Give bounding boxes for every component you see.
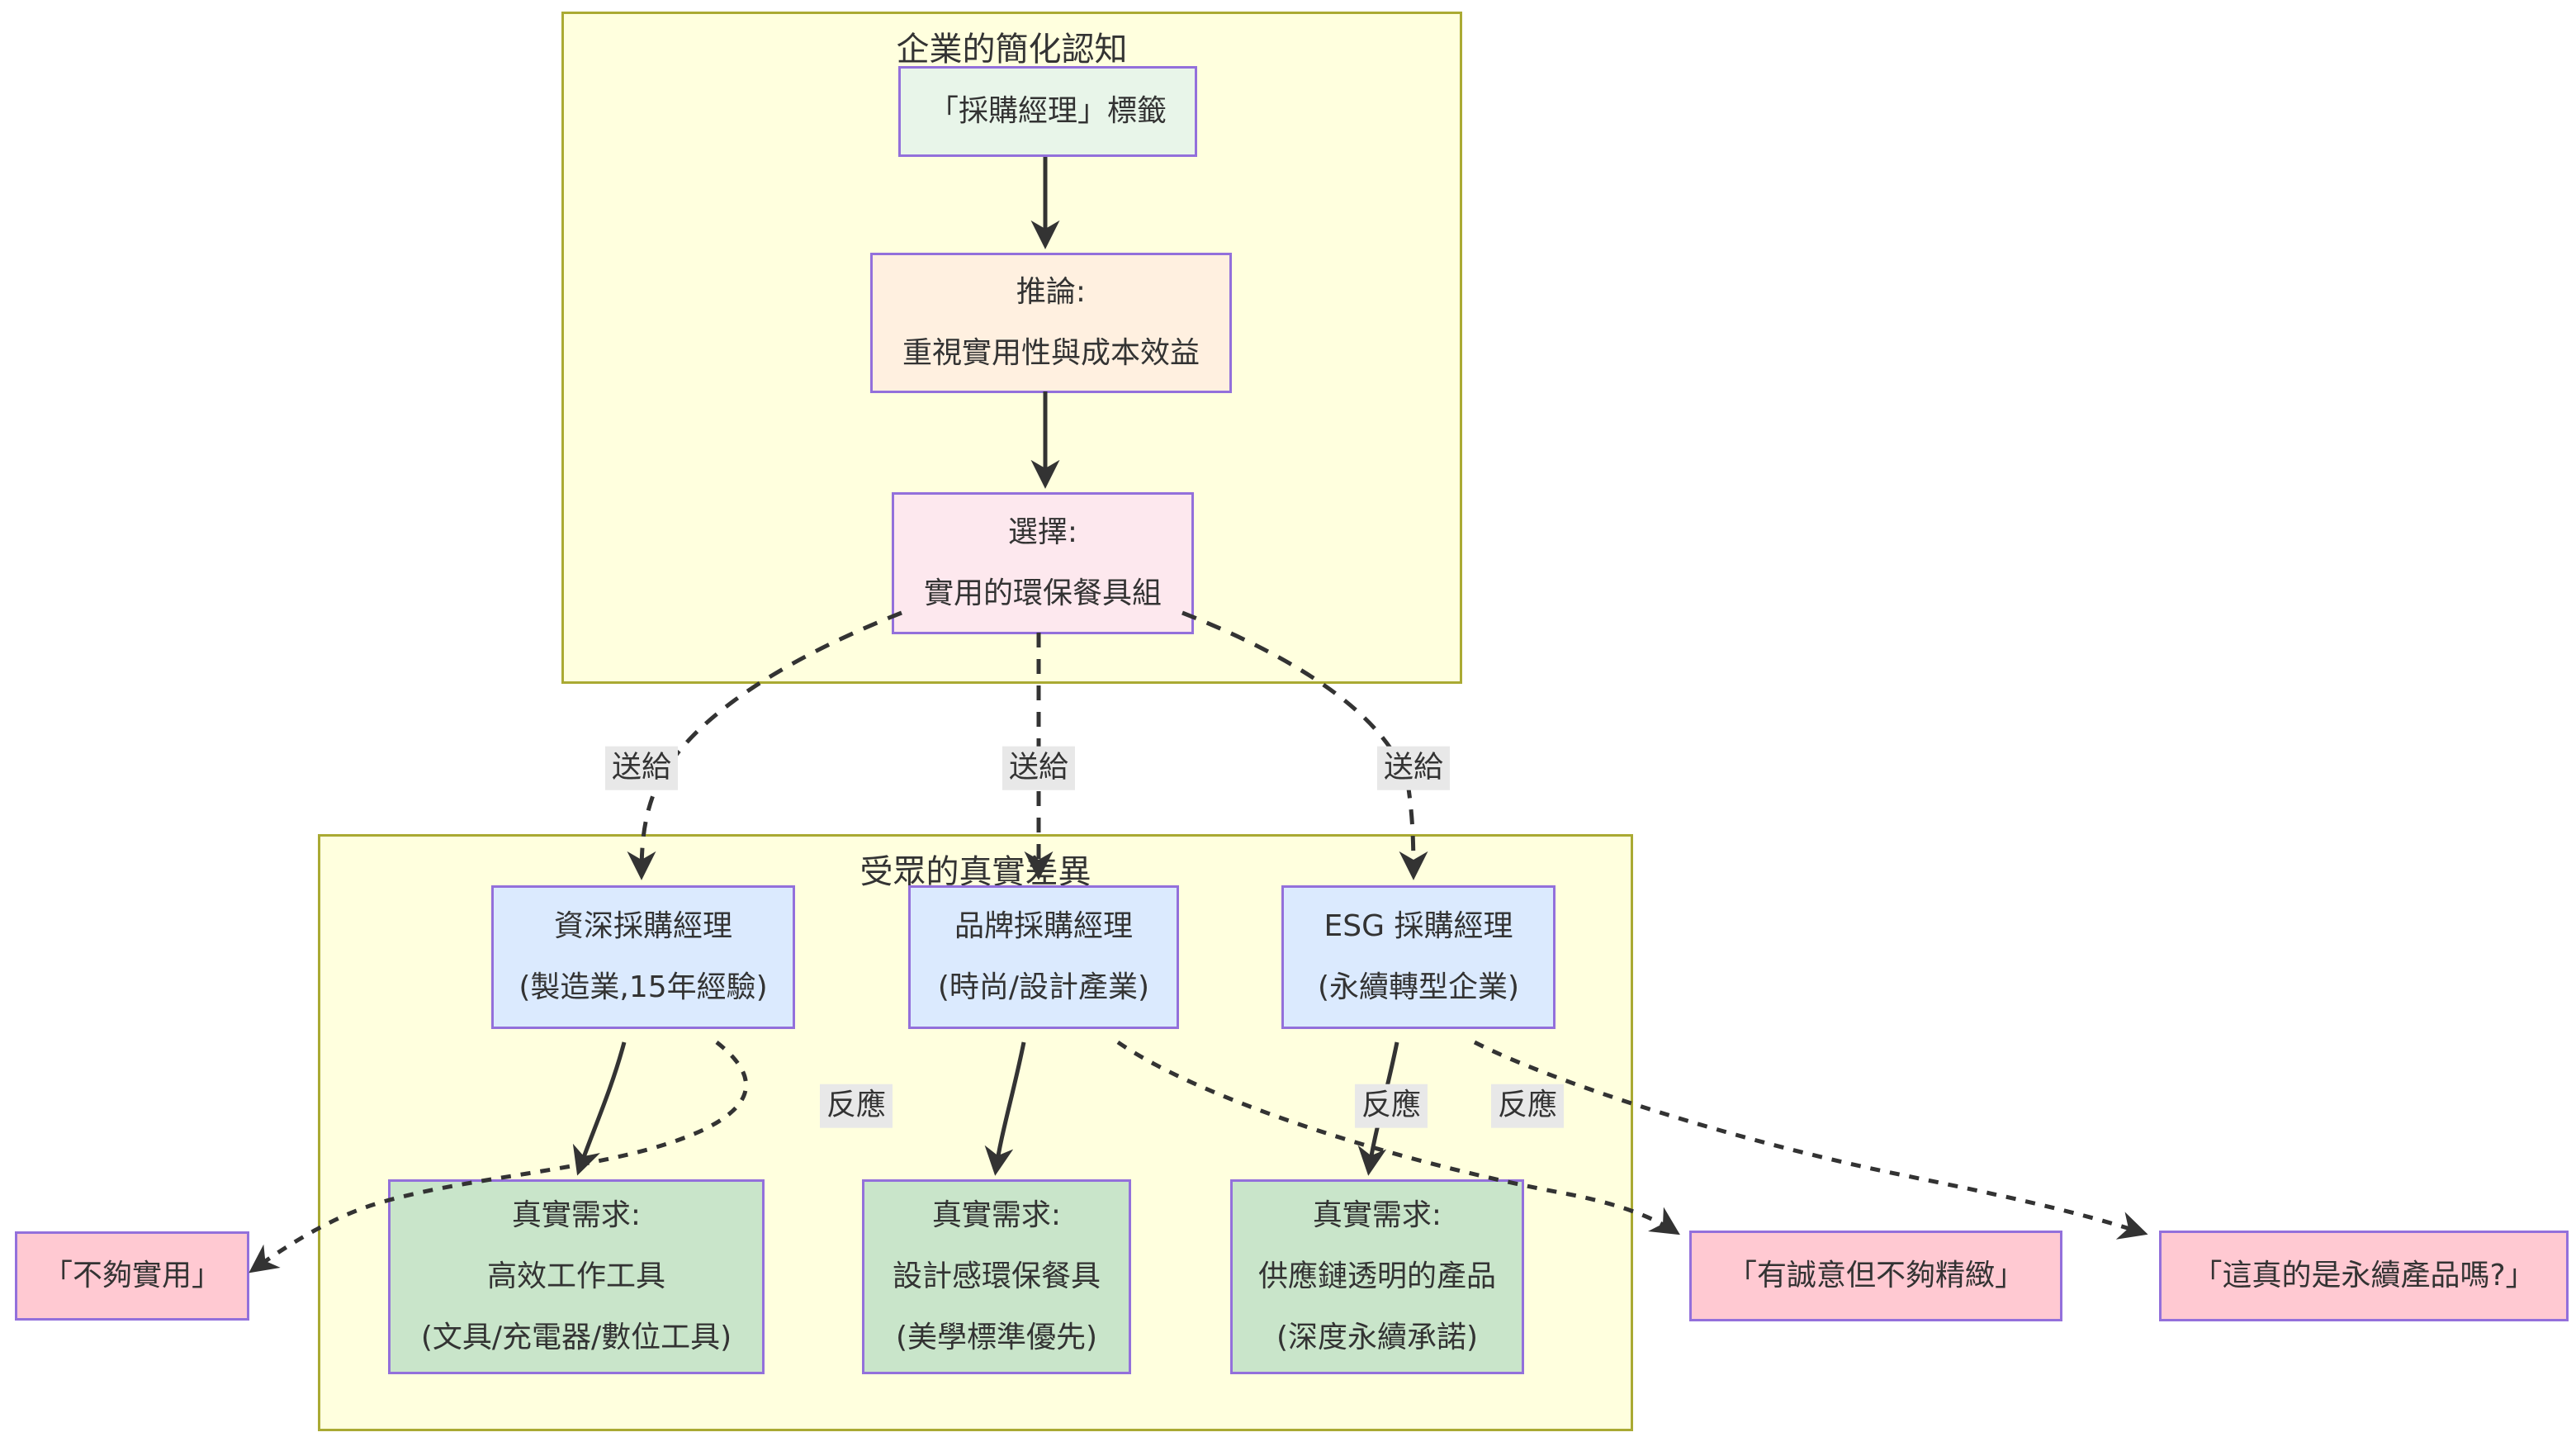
node-quote-not-refined: 「有誠意但不夠精緻」 (1689, 1231, 2062, 1321)
edge-label-send-1-text: 送給 (611, 750, 672, 785)
edge-label-react-3-text: 反應 (1497, 1088, 1558, 1122)
node-need-1-line2: 高效工作工具 (486, 1259, 665, 1294)
node-choice: 選擇: 實用的環保餐具組 (892, 492, 1194, 634)
edge-label-send-2-text: 送給 (1008, 750, 1069, 785)
edge-label-send-1: 送給 (604, 746, 679, 790)
node-purchasing-manager-tag-text: 「採購經理」標籤 (928, 94, 1167, 129)
node-persona-senior-line1: 資深採購經理 (553, 909, 732, 944)
node-persona-esg-line2: (永續轉型企業) (1317, 970, 1520, 1004)
node-need-3-line1: 真實需求: (1312, 1198, 1442, 1233)
node-choice-line1: 選擇: (1007, 515, 1078, 550)
node-need-2-line2: 設計感環保餐具 (892, 1259, 1101, 1294)
node-persona-senior: 資深採購經理 (製造業,15年經驗) (491, 885, 795, 1029)
node-need-transparent-supply: 真實需求: 供應鏈透明的產品 (深度永續承諾) (1230, 1179, 1524, 1374)
node-need-2-line1: 真實需求: (931, 1198, 1062, 1233)
node-quote-really-sustainable: 「這真的是永續產品嗎?」 (2159, 1231, 2569, 1321)
edge-label-send-2: 送給 (1002, 746, 1076, 790)
node-need-efficient-tools: 真實需求: 高效工作工具 (文具/充電器/數位工具) (388, 1179, 765, 1374)
node-choice-line2: 實用的環保餐具組 (923, 576, 1162, 610)
node-persona-esg-line1: ESG 採購經理 (1324, 909, 1513, 944)
node-persona-brand: 品牌採購經理 (時尚/設計產業) (908, 885, 1179, 1029)
node-persona-esg: ESG 採購經理 (永續轉型企業) (1281, 885, 1556, 1029)
node-quote-2-text: 「有誠意但不夠精緻」 (1726, 1259, 2024, 1293)
node-inference-line1: 推論: (1016, 275, 1087, 310)
node-quote-3-text: 「這真的是永續產品嗎?」 (2192, 1259, 2536, 1293)
node-inference: 推論: 重視實用性與成本效益 (870, 253, 1232, 393)
edge-label-react-2-text: 反應 (1361, 1088, 1422, 1122)
node-inference-line2: 重視實用性與成本效益 (902, 336, 1200, 370)
node-need-2-line3: (美學標準優先) (895, 1320, 1098, 1354)
node-quote-1-text: 「不夠實用」 (42, 1259, 221, 1293)
node-purchasing-manager-tag: 「採購經理」標籤 (898, 66, 1197, 157)
node-need-3-line3: (深度永續承諾) (1276, 1320, 1479, 1354)
edge-label-send-3-text: 送給 (1383, 750, 1444, 785)
node-need-3-line2: 供應鏈透明的產品 (1257, 1259, 1496, 1294)
node-need-1-line3: (文具/充電器/數位工具) (420, 1320, 732, 1354)
node-persona-brand-line2: (時尚/設計產業) (937, 970, 1150, 1004)
edge-label-send-3: 送給 (1376, 746, 1451, 790)
node-persona-brand-line1: 品牌採購經理 (954, 909, 1133, 944)
edge-label-react-1: 反應 (819, 1084, 893, 1128)
edge-label-react-2: 反應 (1354, 1084, 1428, 1128)
edge-label-react-3: 反應 (1490, 1084, 1565, 1128)
node-persona-senior-line2: (製造業,15年經驗) (519, 970, 768, 1004)
node-need-design-tableware: 真實需求: 設計感環保餐具 (美學標準優先) (862, 1179, 1131, 1374)
cluster-company-title: 企業的簡化認知 (896, 31, 1128, 69)
edge-label-react-1-text: 反應 (826, 1088, 887, 1122)
node-quote-not-practical: 「不夠實用」 (15, 1231, 249, 1321)
node-need-1-line1: 真實需求: (511, 1198, 642, 1233)
